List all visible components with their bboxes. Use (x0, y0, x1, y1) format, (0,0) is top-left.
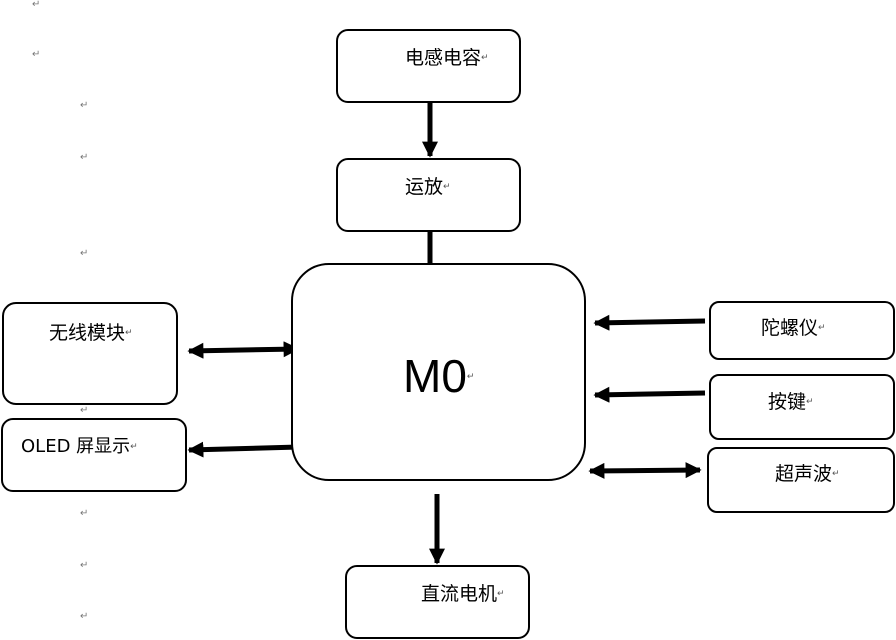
paragraph-mark: ↵ (80, 611, 89, 622)
node-label: OLED 屏显示↵ (21, 436, 138, 457)
arrow-mcu-to-oled (187, 441, 300, 458)
node-op-amp: 运放↵ (336, 158, 521, 232)
node-gyroscope: 陀螺仪↵ (709, 301, 895, 360)
arrow-wireless-mcu (187, 341, 300, 359)
arrow-keys-to-mcu (593, 386, 706, 403)
node-label: 按键↵ (768, 391, 814, 413)
node-label: 陀螺仪↵ (761, 317, 826, 339)
arrow-ultrasonic-mcu (588, 462, 702, 479)
paragraph-mark: ↵ (80, 405, 89, 416)
node-oled: OLED 屏显示↵ (1, 418, 187, 492)
node-dc-motor: 直流电机↵ (345, 565, 530, 639)
arrow-gyro-to-mcu (593, 314, 706, 331)
node-label: 直流电机↵ (421, 583, 505, 605)
node-wireless: 无线模块↵ (2, 302, 178, 405)
paragraph-mark: ↵ (80, 508, 89, 519)
paragraph-mark: ↵ (80, 560, 89, 571)
paragraph-mark: ↵ (32, 49, 41, 60)
paragraph-mark: ↵ (32, 0, 41, 10)
node-label: 无线模块↵ (49, 322, 133, 344)
node-mcu: M0↵ (291, 263, 586, 481)
node-label: 运放↵ (405, 176, 451, 198)
paragraph-mark: ↵ (80, 152, 89, 163)
node-keys: 按键↵ (709, 374, 895, 440)
node-label: M0↵ (403, 350, 475, 402)
node-label: 超声波↵ (775, 463, 840, 485)
paragraph-mark: ↵ (80, 100, 89, 111)
node-inductor-capacitor: 电感电容↵ (336, 29, 521, 103)
paragraph-mark: ↵ (80, 248, 89, 259)
node-ultrasonic: 超声波↵ (707, 447, 895, 513)
node-label: 电感电容↵ (405, 47, 489, 69)
